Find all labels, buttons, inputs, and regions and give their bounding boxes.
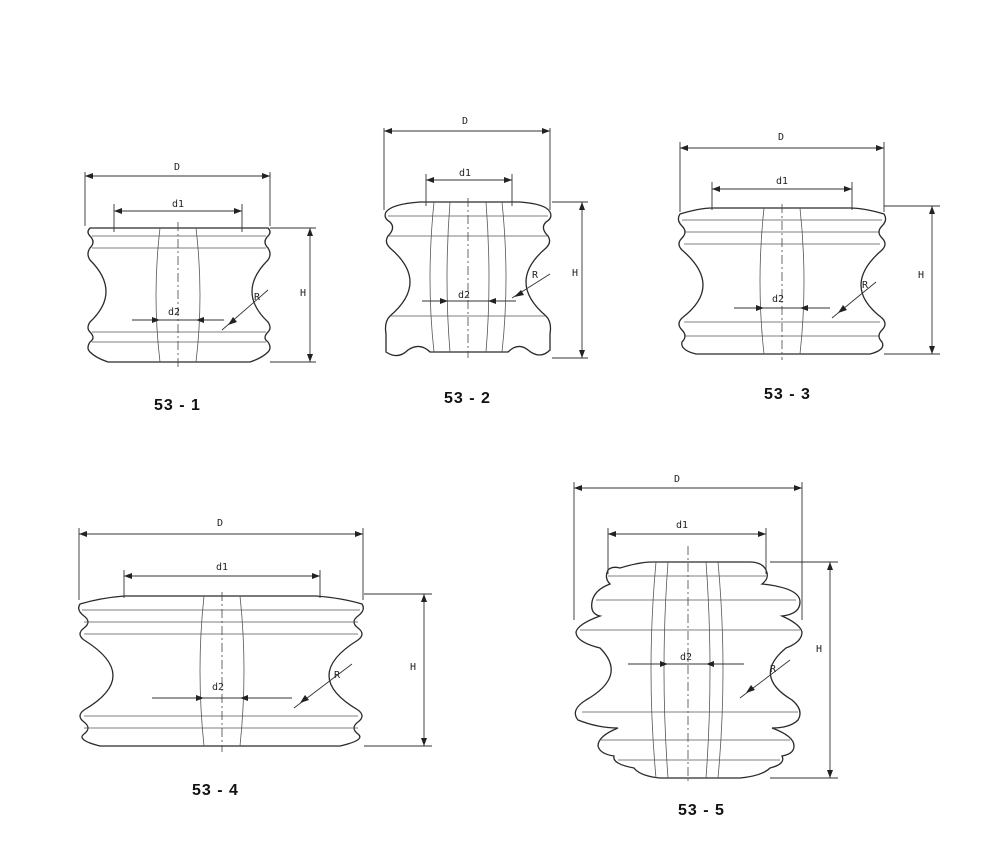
label-D: D [778, 132, 784, 143]
label-R: R [862, 280, 869, 291]
drawing-53-5: D d1 d2 H R 53 - 5 [573, 474, 838, 819]
label-R: R [254, 292, 261, 303]
label-H: H [572, 268, 578, 279]
insulator-outline [384, 201, 552, 357]
label-d2: d2 [680, 652, 692, 663]
caption-53-2: 53 - 2 [444, 390, 491, 407]
label-d1: d1 [172, 199, 184, 210]
drawing-53-1: D d1 d2 H R 53 - 1 [84, 162, 316, 414]
label-d2: d2 [772, 294, 784, 305]
label-H: H [300, 288, 306, 299]
label-R: R [532, 270, 539, 281]
caption-53-5: 53 - 5 [678, 802, 725, 819]
label-R: R [770, 664, 777, 675]
label-D: D [674, 474, 680, 485]
label-d2: d2 [168, 307, 180, 318]
label-d2: d2 [212, 682, 224, 693]
label-d1: d1 [459, 168, 471, 179]
insulator-outline [677, 207, 887, 355]
label-H: H [918, 270, 924, 281]
label-d1: d1 [216, 562, 228, 573]
drawing-53-3: D d1 d2 H R 53 - 3 [677, 132, 940, 403]
label-D: D [174, 162, 180, 173]
label-d2: d2 [458, 290, 470, 301]
drawing-53-4: D d1 d2 H R 53 - 4 [78, 518, 432, 799]
label-H: H [816, 644, 822, 655]
label-D: D [217, 518, 223, 529]
caption-53-1: 53 - 1 [154, 397, 201, 414]
label-H: H [410, 662, 416, 673]
caption-53-4: 53 - 4 [192, 782, 239, 799]
label-d1: d1 [676, 520, 688, 531]
label-d1: d1 [776, 176, 788, 187]
label-D: D [462, 116, 468, 127]
caption-53-3: 53 - 3 [764, 386, 811, 403]
drawing-53-2: D d1 d2 H R 53 - 2 [383, 116, 588, 407]
label-R: R [334, 670, 341, 681]
insulator-outline [574, 561, 803, 779]
insulator-outline [78, 595, 364, 747]
insulator-outline [87, 227, 271, 363]
